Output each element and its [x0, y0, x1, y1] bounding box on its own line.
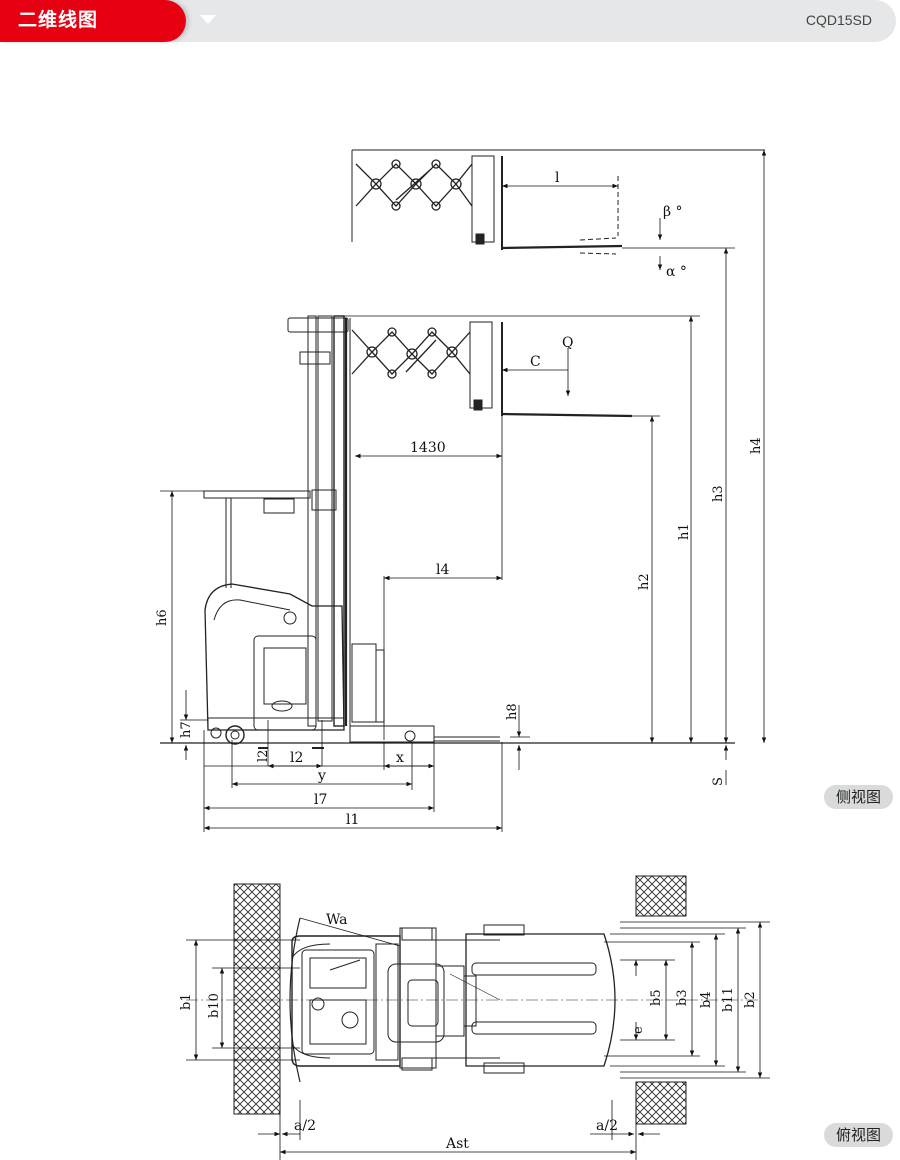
label-h4: h4 [749, 437, 764, 454]
model-number: CQD15SD [805, 12, 872, 28]
label-l2: l2 [290, 750, 303, 766]
label-b2: b2 [743, 991, 758, 1008]
label-beta: β ° [663, 204, 683, 220]
label-a2-right: a/2 [596, 1118, 618, 1134]
side-view-caption: 侧视图 [824, 785, 894, 809]
label-l4: l4 [436, 562, 449, 578]
label-h2: h2 [637, 573, 652, 590]
label-b11: b11 [721, 987, 736, 1012]
label-wa: Wa [326, 912, 348, 928]
label-l7: l7 [314, 792, 327, 808]
label-h6: h6 [155, 609, 170, 626]
label-b1: b1 [179, 993, 194, 1010]
label-a2-left: a/2 [294, 1118, 316, 1134]
label-ast: Ast [445, 1136, 469, 1152]
top-view-labels: Wa b1 b10 b5 b3 b4 b11 b2 e a/2 a/2 Ast [179, 912, 758, 1152]
label-q: Q [562, 335, 573, 351]
label-b4: b4 [699, 991, 714, 1008]
label-h1: h1 [677, 523, 692, 540]
label-b10: b10 [207, 993, 222, 1018]
side-view-drawing [160, 149, 767, 832]
label-b5: b5 [649, 989, 664, 1006]
label-x: x [396, 750, 404, 766]
label-b3: b3 [675, 989, 690, 1006]
label-alpha: α ° [666, 264, 687, 280]
label-l2-small: l2 [256, 750, 271, 762]
label-h8: h8 [505, 703, 520, 720]
label-y: y [317, 768, 326, 784]
dropdown-caret-icon[interactable] [200, 15, 216, 24]
label-h3: h3 [711, 485, 726, 502]
header-title-tab: 二维线图 [0, 0, 186, 42]
page-header: CQD15SD 二维线图 [0, 0, 900, 42]
top-view-drawing [186, 875, 770, 1160]
label-1430: 1430 [410, 440, 446, 456]
top-view-caption: 俯视图 [824, 1123, 894, 1147]
header-title: 二维线图 [18, 9, 99, 31]
label-c: C [530, 354, 541, 370]
side-view-labels: l β ° α ° C Q 1430 l4 h6 h7 h8 l2 l2 x y… [155, 170, 764, 828]
label-h7: h7 [179, 721, 194, 738]
label-l: l [555, 170, 560, 186]
label-l1: l1 [346, 812, 359, 828]
label-e: e [631, 1026, 646, 1034]
label-s: S [711, 777, 726, 786]
